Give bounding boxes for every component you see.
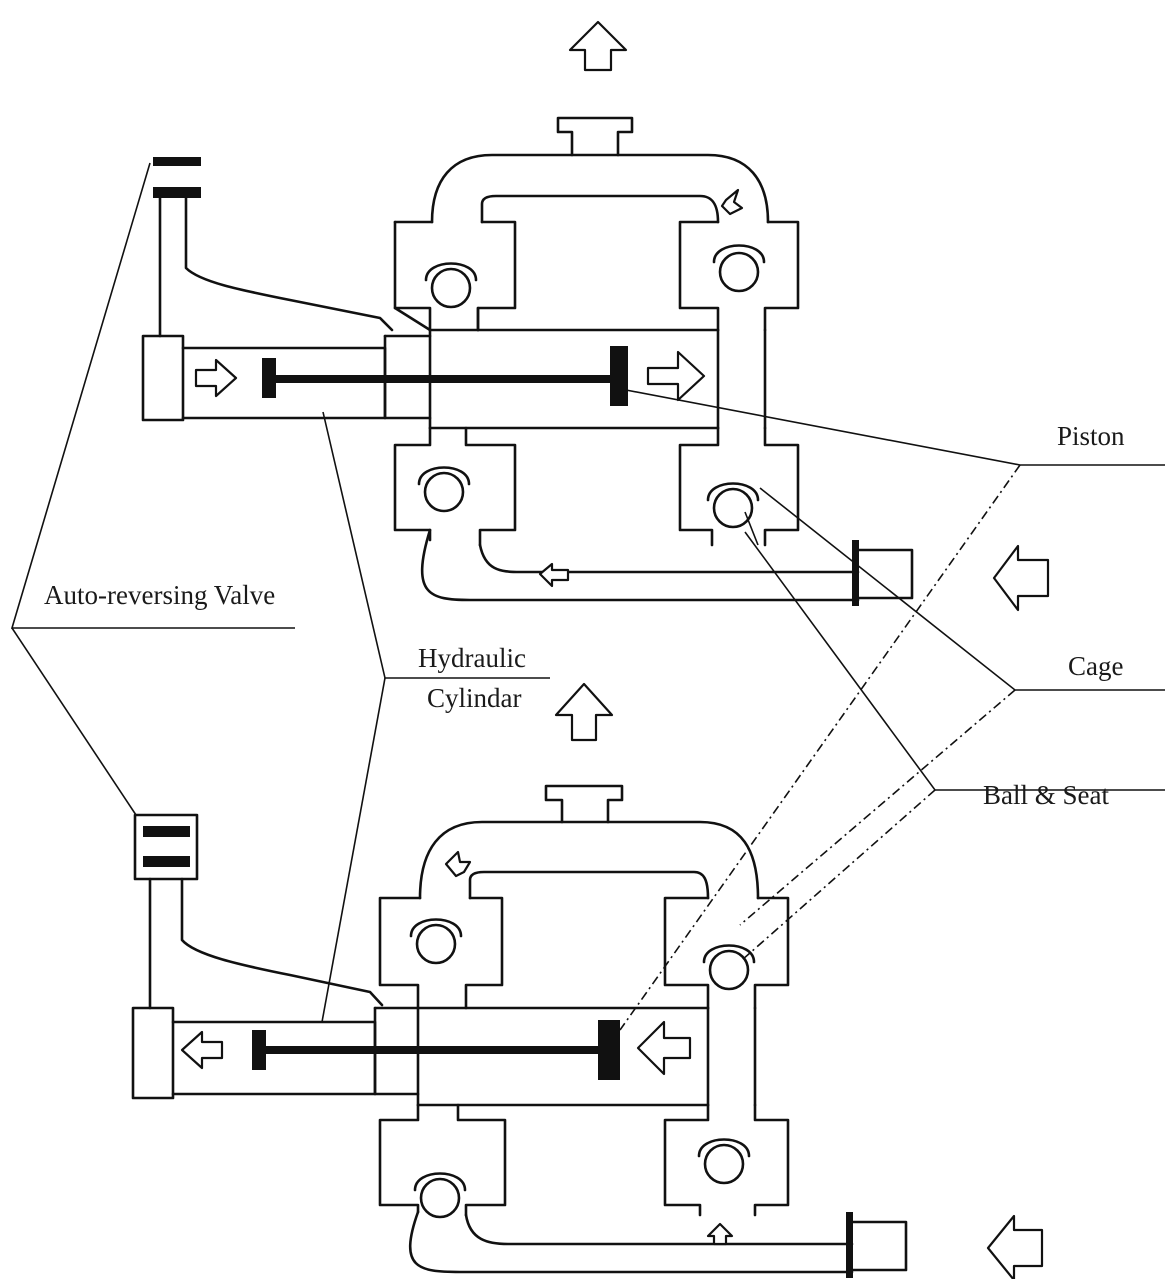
bottom-rod-end — [252, 1030, 266, 1070]
bottom-ball-lower-left — [421, 1179, 459, 1217]
top-valve-tube — [160, 198, 392, 336]
bottom-valve-tube — [150, 879, 382, 1008]
top-ball-upper-left — [432, 269, 470, 307]
bottom-suction-port — [852, 1222, 906, 1270]
top-inlet-arrow — [994, 546, 1048, 610]
bottom-chamber-arrow — [638, 1022, 690, 1074]
top-suction-arrow — [540, 564, 568, 586]
top-ball-lower-right — [714, 489, 752, 527]
bottom-discharge-arrow — [556, 684, 612, 740]
bottom-valve-box — [135, 815, 197, 879]
bottom-piston — [598, 1020, 620, 1080]
top-rod-end — [262, 358, 276, 398]
bottom-pump — [133, 786, 906, 1278]
bottom-dome-inner — [470, 872, 708, 898]
bottom-piston-rod — [262, 1046, 608, 1054]
bottom-valve-slot-2 — [143, 856, 190, 867]
label-piston: Piston — [1057, 421, 1125, 451]
top-ball-lower-left — [425, 473, 463, 511]
label-cylindar: Cylindar — [427, 683, 522, 713]
label-cage: Cage — [1068, 651, 1123, 681]
cage-leader-dashed — [740, 690, 1015, 925]
bottom-valve-slot-1 — [143, 826, 190, 837]
valve-leader — [12, 163, 295, 628]
top-suction-flange — [852, 540, 859, 606]
top-valve-slot-2 — [153, 187, 201, 198]
bottom-inlet-arrow — [988, 1216, 1042, 1279]
top-dome-inner — [482, 196, 718, 222]
label-ball-seat: Ball & Seat — [983, 780, 1109, 810]
top-cylinder-cap — [143, 336, 183, 420]
top-manifold-arrow — [722, 190, 742, 214]
top-discharge-port — [558, 118, 632, 155]
bottom-ball-upper-left — [417, 925, 455, 963]
top-ball-upper-right — [720, 253, 758, 291]
bottom-suction-arrow — [708, 1224, 732, 1244]
label-hydraulic: Hydraulic — [418, 643, 526, 673]
bottom-ball-upper-right — [710, 951, 748, 989]
top-right-lower-block — [680, 428, 798, 545]
top-suction-port — [858, 550, 912, 598]
bottom-suction-manifold — [410, 1212, 852, 1272]
top-valve-slot-1 — [153, 157, 201, 166]
top-cylinder-arrow — [196, 360, 236, 396]
bottom-suction-flange — [846, 1212, 853, 1278]
bottom-cylinder-cap — [133, 1008, 173, 1098]
top-chamber-arrow — [648, 352, 704, 400]
bottom-discharge-port — [546, 786, 622, 822]
piston-leader-dashed — [620, 465, 1020, 1030]
bottom-cylinder-arrow — [182, 1032, 222, 1068]
top-piston — [610, 346, 628, 406]
bottom-manifold-arrow — [446, 852, 470, 876]
top-suction-manifold — [422, 530, 858, 600]
label-auto-reversing-valve: Auto-reversing Valve — [44, 580, 275, 610]
top-discharge-arrow — [570, 22, 626, 70]
bottom-ball-lower-right — [705, 1145, 743, 1183]
ball-seat-leader-dashed — [742, 790, 935, 960]
top-pump — [143, 118, 912, 606]
top-piston-rod — [270, 375, 614, 383]
